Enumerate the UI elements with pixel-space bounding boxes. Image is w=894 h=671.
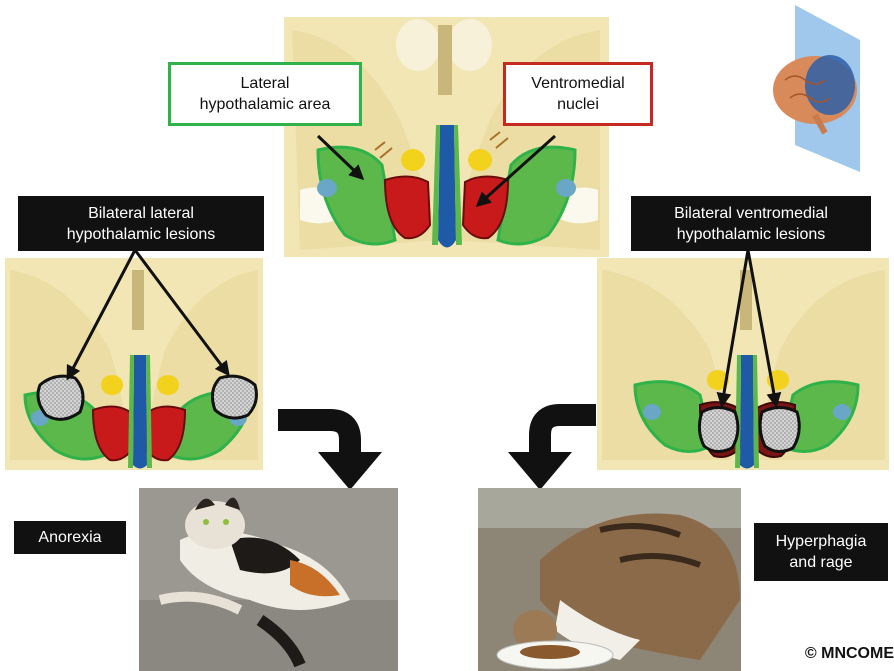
brain-plane-icon	[773, 5, 860, 172]
label-bilateral-lateral-lesions: Bilateral lateral hypothalamic lesions	[18, 196, 264, 251]
brain-section-top	[284, 17, 609, 257]
copyright-notice: © MNCOME	[805, 645, 894, 663]
brain-section-left	[5, 258, 263, 470]
arrow-curved-down-right-icon	[278, 420, 382, 490]
label-ventromedial-nuclei: Ventromedial nuclei	[503, 62, 653, 126]
third-ventricle	[438, 125, 456, 248]
label-lateral-hypothalamic-area: Lateral hypothalamic area	[168, 62, 362, 126]
lesion-vm-right	[760, 408, 799, 452]
label-anorexia: Anorexia	[14, 521, 126, 554]
arrow-curved-down-left-icon	[508, 415, 596, 490]
photo-hyperphagic-cat	[478, 488, 741, 671]
label-bilateral-ventromedial-lesions: Bilateral ventromedial hypothalamic lesi…	[631, 196, 871, 251]
label-hyperphagia-and-rage: Hyperphagia and rage	[754, 523, 888, 581]
brain-section-right	[597, 258, 889, 470]
photo-anorexic-cat	[139, 488, 398, 671]
lesion-vm-left	[699, 408, 737, 452]
lesion-left	[38, 376, 83, 419]
lesion-right	[212, 376, 256, 418]
